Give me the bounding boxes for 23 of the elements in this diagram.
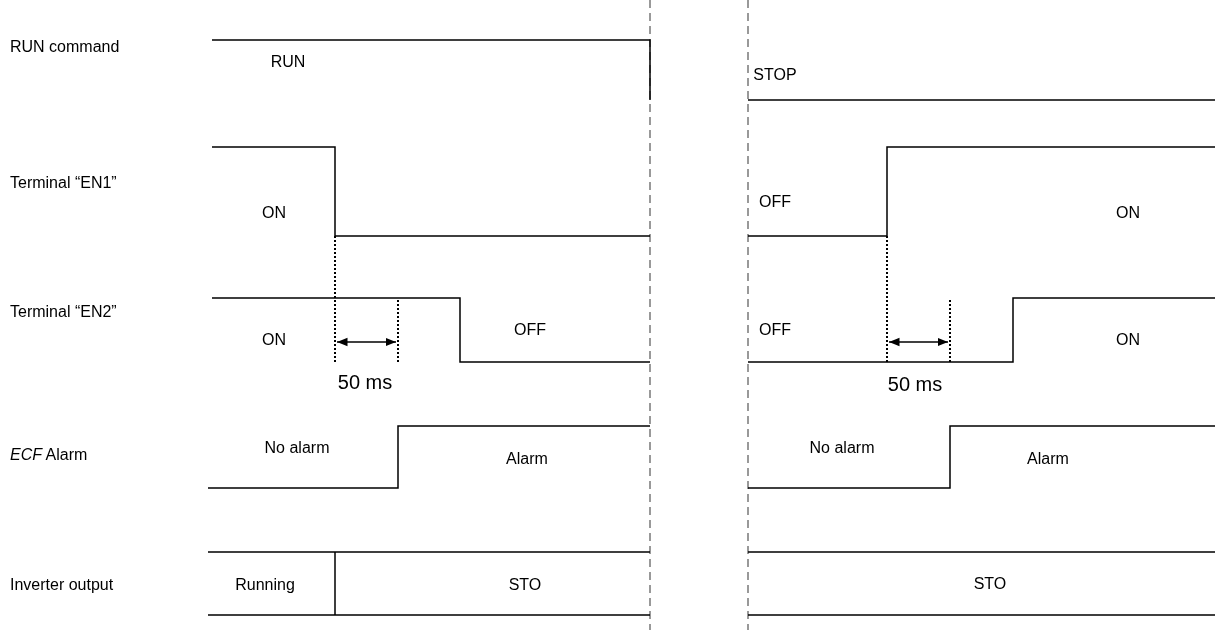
state-label: OFF bbox=[759, 320, 791, 340]
state-label: Alarm bbox=[1027, 449, 1069, 469]
state-label: RUN bbox=[270, 52, 306, 72]
state-label: STO bbox=[508, 575, 542, 595]
state-label: OFF bbox=[514, 320, 546, 340]
row-label: Inverter output bbox=[10, 575, 114, 595]
state-label: ON bbox=[1116, 203, 1140, 223]
state-label: No alarm bbox=[264, 438, 330, 458]
state-label: No alarm bbox=[809, 438, 875, 458]
time-label: 50 ms bbox=[337, 372, 393, 392]
row-label: ECF Alarm bbox=[10, 445, 88, 465]
row-label: RUN command bbox=[10, 37, 120, 57]
state-label: Running bbox=[235, 575, 295, 595]
state-label: STOP bbox=[753, 65, 797, 85]
state-label: OFF bbox=[759, 192, 791, 212]
row-label: Terminal “EN1” bbox=[10, 173, 117, 193]
state-label: Alarm bbox=[506, 449, 548, 469]
state-label: ON bbox=[262, 330, 286, 350]
state-label: ON bbox=[1116, 330, 1140, 350]
state-label: STO bbox=[973, 574, 1007, 594]
row-label: Terminal “EN2” bbox=[10, 302, 117, 322]
time-label: 50 ms bbox=[887, 374, 943, 394]
state-label: ON bbox=[262, 203, 286, 223]
